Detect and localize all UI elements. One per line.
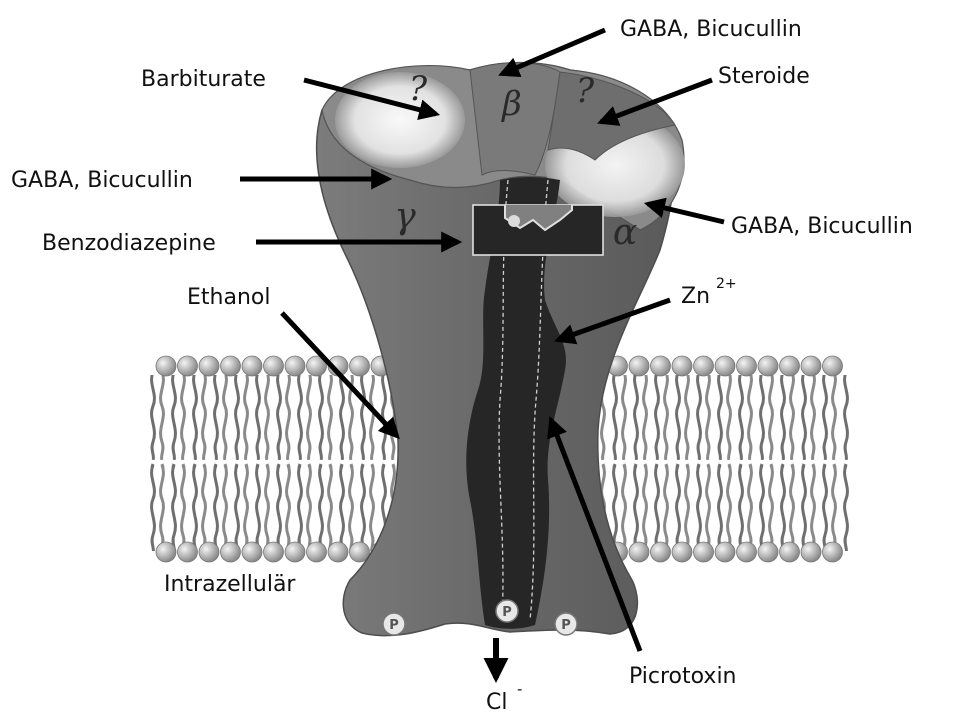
lipid-head-lower [801, 542, 821, 562]
lipid-head-upper [629, 356, 649, 376]
svg-text:P: P [502, 605, 512, 620]
label-chloride: Cl [486, 690, 507, 713]
lipid-head-upper [715, 356, 735, 376]
lipid-head-lower [823, 542, 843, 562]
label-intrazellular: Intrazellulär [164, 572, 296, 597]
lipid-head-upper [178, 356, 198, 376]
lipid-head-lower [651, 542, 671, 562]
label-gaba-right: GABA, Bicucullin [731, 214, 913, 239]
lipid-head-upper [758, 356, 778, 376]
lipid-head-upper [221, 356, 241, 376]
lipid-head-lower [715, 542, 735, 562]
subunit-gamma-label: γ [394, 196, 416, 237]
lipid-head-upper [264, 356, 284, 376]
lipid-head-upper [672, 356, 692, 376]
lobe-left-highlight [335, 72, 465, 168]
lipid-head-upper [651, 356, 671, 376]
lipid-head-lower [629, 542, 649, 562]
svg-text:P: P [561, 618, 571, 633]
lipid-head-upper [199, 356, 219, 376]
lipid-head-lower [285, 542, 305, 562]
lipid-head-lower [307, 542, 327, 562]
label-gaba-top: GABA, Bicucullin [620, 17, 802, 42]
label-benzodiazepine: Benzodiazepine [42, 231, 216, 256]
lipid-head-upper [285, 356, 305, 376]
lipid-head-upper [801, 356, 821, 376]
lipid-head-lower [780, 542, 800, 562]
lipid-head-lower [264, 542, 284, 562]
lipid-head-lower [242, 542, 262, 562]
subunit-beta-label: β [500, 84, 522, 124]
lipid-head-lower [199, 542, 219, 562]
subunit-unknown-left-label: ? [409, 69, 428, 109]
lipid-head-upper [242, 356, 262, 376]
lipid-head-upper [156, 356, 176, 376]
label-barbiturate: Barbiturate [141, 67, 266, 92]
lipid-head-upper [780, 356, 800, 376]
label-gaba-left: GABA, Bicucullin [11, 168, 193, 193]
label-zn-charge: 2+ [716, 276, 737, 292]
lipid-head-lower [178, 542, 198, 562]
subunit-unknown-right-label: ? [576, 71, 595, 111]
lipid-head-upper [737, 356, 757, 376]
lipid-head-upper [350, 356, 370, 376]
lipid-head-lower [694, 542, 714, 562]
phospho-site-center: P [496, 600, 518, 622]
label-picrotoxin: Picrotoxin [629, 664, 737, 689]
benzodiazepine-ligand [508, 215, 520, 227]
lipid-head-lower [156, 542, 176, 562]
lipid-head-lower [328, 542, 348, 562]
lipid-head-upper [694, 356, 714, 376]
lipid-head-lower [737, 542, 757, 562]
label-chloride-charge: - [517, 680, 522, 698]
label-ethanol: Ethanol [187, 285, 270, 310]
phospho-site-left: P [383, 613, 405, 635]
subunit-alpha-label: α [613, 212, 637, 253]
lipid-head-lower [758, 542, 778, 562]
lipid-head-lower [221, 542, 241, 562]
svg-text:P: P [389, 618, 399, 633]
label-steroide: Steroide [718, 64, 810, 89]
label-zn: Zn [681, 284, 710, 309]
phospho-site-right: P [555, 613, 577, 635]
lipid-head-lower [672, 542, 692, 562]
lipid-head-upper [823, 356, 843, 376]
